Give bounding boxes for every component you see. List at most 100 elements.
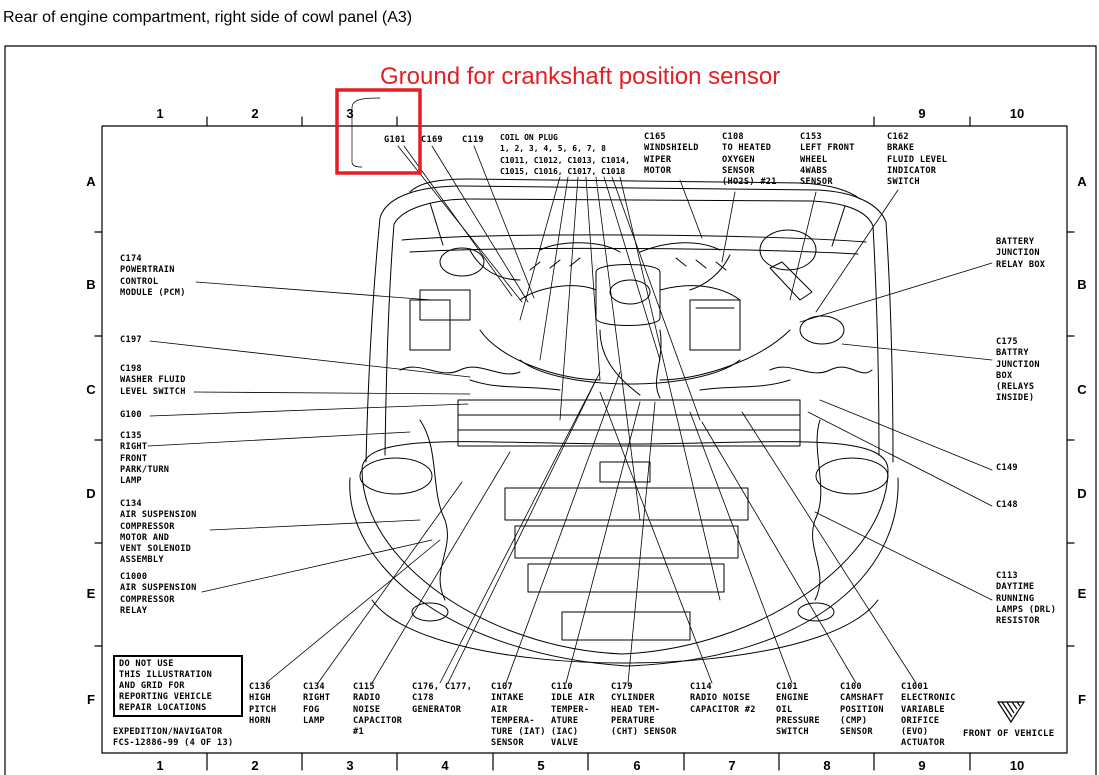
leader-lines — [147, 145, 993, 684]
label-battery-junction-relay-box: BATTERY JUNCTION RELAY BOX — [996, 237, 1046, 270]
battery — [689, 299, 741, 351]
leader-line — [603, 176, 661, 361]
brake-booster — [759, 229, 817, 271]
leader-line — [595, 176, 641, 521]
grid-column-bottom: 4 — [441, 758, 449, 773]
label-c1000: C1000 AIR SUSPENSION COMPRESSOR RELAY — [120, 572, 197, 616]
footer-model-code: EXPEDITION/NAVIGATOR FCS-12886-99 (4 OF … — [113, 727, 234, 749]
label-c165: C165 WINDSHIELD WIPER MOTOR — [644, 132, 699, 176]
grille-middle — [514, 525, 739, 559]
license-plate — [561, 611, 691, 641]
harness-top-3 — [469, 249, 521, 281]
label-c1001: C1001 ELECTRONIC VARIABLE ORIFICE (EVO) … — [901, 682, 956, 749]
leader-line — [799, 262, 993, 323]
hood-hinge-left — [429, 202, 444, 246]
intake-right — [659, 285, 741, 301]
leader-line — [431, 145, 529, 303]
coil-row-right — [675, 257, 727, 271]
inner-frame — [101, 125, 1068, 754]
harness-top-4 — [689, 254, 731, 291]
leader-line — [721, 191, 736, 263]
grid-column-top: 10 — [1009, 106, 1025, 121]
grid-row-left: D — [86, 486, 96, 501]
strut-tower-right — [799, 315, 845, 345]
hood-edge — [409, 178, 861, 200]
emblem — [599, 461, 651, 483]
headlight-left — [359, 457, 433, 495]
fender-left-inner — [384, 223, 395, 456]
label-c149: C149 — [996, 463, 1018, 473]
leader-line — [439, 371, 601, 684]
label-c110: C110 IDLE AIR TEMPER- ATURE (IAC) VALVE — [551, 682, 595, 749]
leader-line — [403, 145, 513, 297]
label-c197: C197 — [120, 335, 142, 345]
hood-outer — [379, 185, 887, 223]
leader-line — [815, 189, 899, 313]
leader-line — [599, 391, 713, 684]
label-c135: C135 RIGHT FRONT PARK/TURN LAMP — [120, 431, 170, 487]
label-c107: C107 INTAKE AIR TEMPERA- TURE (IAT) SENS… — [491, 682, 546, 749]
grid-row-right: A — [1077, 174, 1087, 189]
grid-column-top: 3 — [346, 106, 354, 121]
label-c162: C162 BRAKE FLUID LEVEL INDICATOR SWITCH — [887, 132, 948, 188]
leader-line — [585, 176, 601, 381]
leader-line — [539, 176, 569, 361]
annotation-crankshaft-ground: Ground for crankshaft position sensor — [380, 63, 781, 90]
leader-line — [611, 176, 701, 421]
label-g101: G101 — [384, 135, 406, 145]
label-c134-fog-lamp: C134 RIGHT FOG LAMP — [303, 682, 331, 726]
air-cleaner — [595, 264, 661, 326]
hood-inner — [393, 198, 874, 227]
leader-line — [317, 481, 463, 684]
bumper-lower — [371, 599, 879, 664]
hose-2 — [656, 329, 662, 399]
leader-line — [209, 519, 421, 531]
label-c198: C198 WASHER FLUID LEVEL SWITCH — [120, 364, 186, 397]
front-of-vehicle-arrow-icon — [996, 701, 1026, 724]
cowl — [401, 234, 867, 243]
cowl-inner — [409, 247, 859, 255]
leader-line — [447, 379, 597, 684]
grid-row-right: F — [1078, 692, 1086, 707]
grid-row-right: D — [1077, 486, 1087, 501]
headlight-right — [815, 457, 889, 495]
label-c134-air-suspension: C134 AIR SUSPENSION COMPRESSOR MOTOR AND… — [120, 499, 197, 566]
grid-row-left: E — [86, 586, 96, 601]
leader-line — [195, 281, 433, 301]
hose-1 — [599, 329, 641, 396]
grille-upper — [504, 487, 749, 521]
harness-top-2 — [639, 242, 721, 253]
grid-column-bottom: 10 — [1009, 758, 1025, 773]
grid-column-bottom: 6 — [633, 758, 641, 773]
leader-line — [473, 145, 535, 299]
pcm — [419, 289, 471, 321]
hose-4 — [699, 379, 791, 391]
fender-right-inner — [872, 225, 880, 456]
label-c114: C114 RADIO NOISE CAPACITOR #2 — [690, 682, 756, 715]
strut-tower-left — [439, 247, 485, 277]
grid-column-bottom: 2 — [251, 758, 259, 773]
leader-line — [559, 176, 579, 421]
fender-left-outer — [365, 217, 381, 463]
leader-line — [565, 401, 641, 684]
hose-3 — [469, 379, 561, 391]
radiator-support — [457, 399, 801, 447]
grid-row-left: B — [86, 277, 96, 292]
front-of-vehicle-label: FRONT OF VEHICLE — [963, 729, 1055, 739]
notice-box: DO NOT USE THIS ILLUSTRATION AND GRID FO… — [113, 655, 243, 717]
grille-lower — [527, 563, 725, 593]
grid-column-top: 1 — [156, 106, 164, 121]
leader-line — [679, 179, 703, 239]
label-c174: C174 POWERTRAIN CONTROL MODULE (PCM) — [120, 254, 186, 298]
label-c100: C100 CAMSHAFT POSITION (CMP) SENSOR — [840, 682, 884, 738]
label-c153: C153 LEFT FRONT WHEEL 4WABS SENSOR — [800, 132, 855, 188]
grid-row-right: B — [1077, 277, 1087, 292]
engine-bank-right — [659, 329, 791, 381]
grid-column-top: 2 — [251, 106, 259, 121]
fog-lamp-right — [797, 602, 835, 622]
leader-line — [201, 539, 433, 593]
grid-column-bottom: 8 — [823, 758, 831, 773]
fender-right-outer — [885, 221, 894, 463]
highlight-box-g101 — [335, 88, 422, 175]
leader-line — [807, 411, 993, 507]
